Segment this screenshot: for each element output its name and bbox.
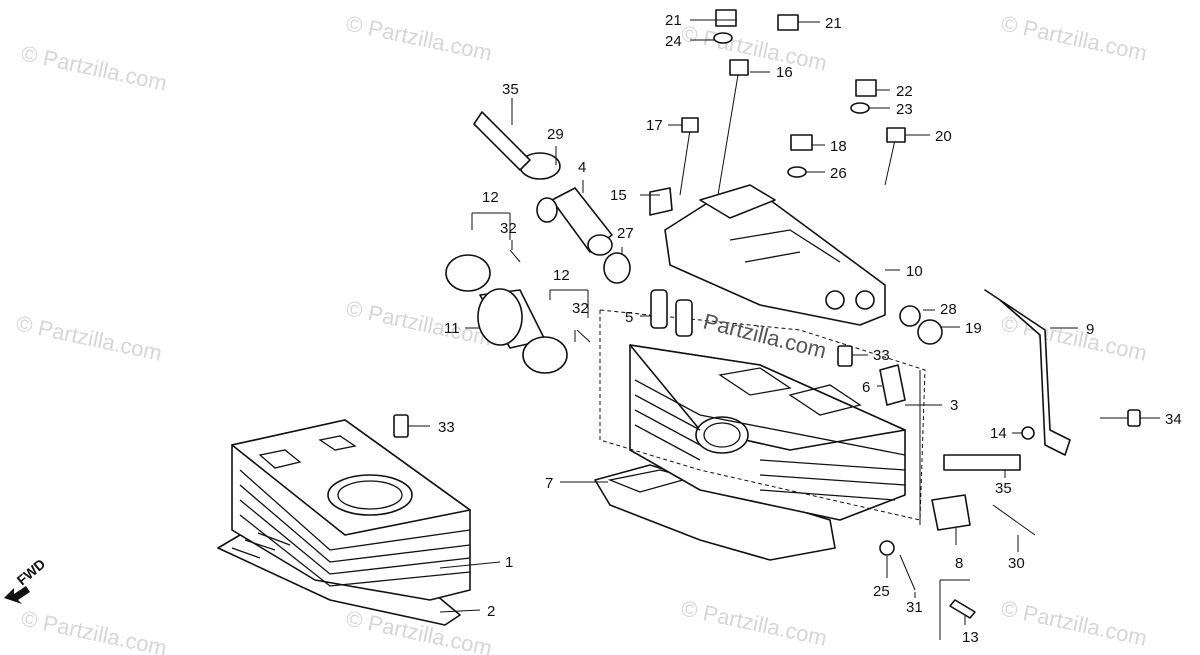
- watermark: © Partzilla.com: [19, 605, 169, 655]
- leader-lines: [408, 19, 1160, 625]
- callout-23: 23: [896, 101, 913, 118]
- callout-35a: 35: [502, 81, 519, 98]
- callout-8: 8: [955, 555, 963, 572]
- callout-2: 2: [487, 603, 495, 620]
- callout-5: 5: [625, 309, 633, 326]
- callout-29: 29: [547, 126, 564, 143]
- callout-18: 18: [830, 138, 847, 155]
- callout-35b: 35: [995, 480, 1012, 497]
- head-cover-part: [664, 184, 886, 326]
- callout-10: 10: [906, 263, 923, 280]
- callout-12a: 12: [482, 189, 499, 206]
- callout-14: 14: [990, 425, 1007, 442]
- callout-16: 16: [776, 64, 793, 81]
- callout-19: 19: [965, 320, 982, 337]
- callout-13: 13: [962, 629, 979, 646]
- callout-25: 25: [873, 583, 890, 600]
- intake-parts: [445, 152, 631, 374]
- callout-20: 20: [935, 128, 952, 145]
- callout-31: 31: [906, 599, 923, 616]
- watermark: © Partzilla.com: [999, 595, 1149, 650]
- cylinder-part: [217, 419, 471, 626]
- callout-28: 28: [940, 301, 957, 318]
- callout-6: 6: [862, 379, 870, 396]
- fwd-indicator: FWD: [4, 556, 48, 604]
- watermark: © Partzilla.com: [679, 595, 829, 650]
- callout-3: 3: [950, 397, 958, 414]
- watermark: © Partzilla.com: [344, 295, 494, 350]
- callout-1: 1: [505, 554, 513, 571]
- small-components: [393, 9, 1141, 640]
- fwd-label: FWD: [14, 556, 49, 589]
- callout-21a: 21: [665, 12, 682, 29]
- watermark: © Partzilla.com: [344, 10, 494, 65]
- callout-24: 24: [665, 33, 682, 50]
- watermark: © Partzilla.com: [14, 310, 164, 365]
- callout-21b: 21: [825, 15, 842, 32]
- watermark: © Partzilla.com: [999, 10, 1149, 65]
- callout-17: 17: [646, 117, 663, 134]
- callout-32a: 32: [500, 220, 517, 237]
- spark-plugs: [473, 111, 1021, 471]
- callout-4: 4: [578, 159, 586, 176]
- watermark: © Partzilla.com: [19, 40, 169, 95]
- callouts: 1 2 3 4 5 6 7 8 9 10 11 12 12 13 14 15 1…: [438, 12, 1182, 646]
- callout-15: 15: [610, 187, 627, 204]
- watermark: © Partzilla.com: [679, 20, 829, 75]
- callout-11: 11: [444, 320, 460, 337]
- cylinder-head-part: [594, 344, 906, 561]
- callout-34: 34: [1165, 411, 1182, 428]
- callout-9: 9: [1086, 321, 1094, 338]
- callout-30: 30: [1008, 555, 1025, 572]
- center-watermark: Partzilla.com: [701, 309, 829, 364]
- head-group-outline: [599, 309, 926, 521]
- callout-27: 27: [617, 225, 634, 242]
- callout-22: 22: [896, 83, 913, 100]
- callout-33a: 33: [873, 347, 890, 364]
- callout-26: 26: [830, 165, 847, 182]
- callout-33b: 33: [438, 419, 455, 436]
- callout-7: 7: [545, 475, 553, 492]
- callout-32b: 32: [572, 300, 589, 317]
- callout-12b: 12: [553, 267, 570, 284]
